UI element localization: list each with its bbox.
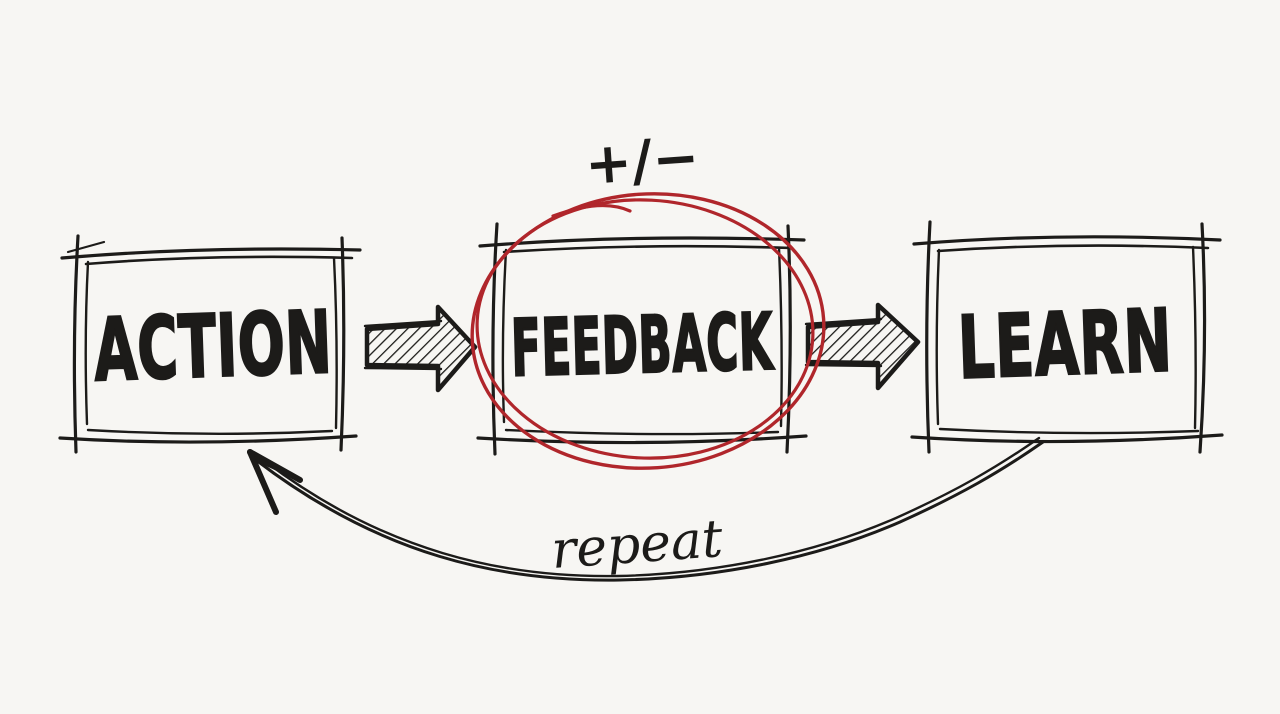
learn-node: LEARN bbox=[910, 220, 1224, 454]
repeat-arrow: repeat bbox=[247, 436, 1045, 582]
arrow-feedback-to-learn bbox=[804, 302, 921, 391]
action-label: ACTION bbox=[92, 293, 333, 401]
repeat-label: repeat bbox=[549, 509, 724, 581]
right-arrow-icon bbox=[364, 304, 478, 393]
action-node: ACTION bbox=[58, 234, 362, 454]
feedback-node: FEEDBACK bbox=[476, 222, 808, 456]
learn-label: LEARN bbox=[956, 291, 1173, 398]
plus-minus-annotation: +/− bbox=[583, 125, 702, 198]
feedback-emphasis-circle bbox=[470, 192, 826, 470]
arrow-action-to-feedback bbox=[363, 304, 478, 393]
feedback-label: FEEDBACK bbox=[510, 298, 775, 395]
arrowhead-icon bbox=[247, 449, 303, 515]
